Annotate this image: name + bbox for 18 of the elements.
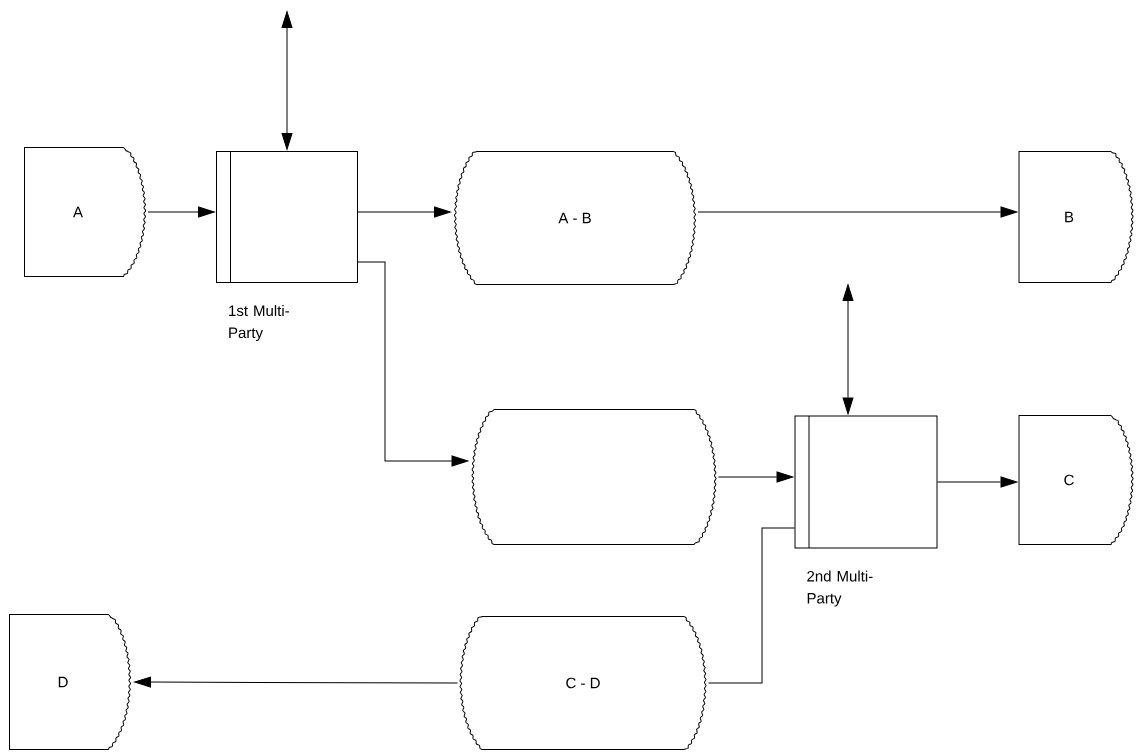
data-store-shape: C [1018, 415, 1134, 545]
data-store-shape: D [9, 614, 132, 750]
arrow [842, 284, 854, 415]
arrow [718, 471, 794, 483]
node-label: 2nd Multi-Party [807, 570, 873, 607]
node-label: 1st Multi-Party [229, 305, 289, 341]
arrow [937, 476, 1018, 488]
data-store-shape: A [24, 147, 147, 277]
arrow [357, 261, 469, 467]
arrow [357, 206, 451, 218]
storage-shape: C - D [459, 616, 707, 750]
data-store-shape: B [1018, 151, 1134, 283]
arrow [281, 11, 293, 150]
arrow [147, 206, 215, 218]
storage-shape [471, 409, 717, 545]
arrow [134, 676, 458, 688]
arrow [697, 206, 1018, 218]
storage-shape: A - B [453, 151, 697, 285]
